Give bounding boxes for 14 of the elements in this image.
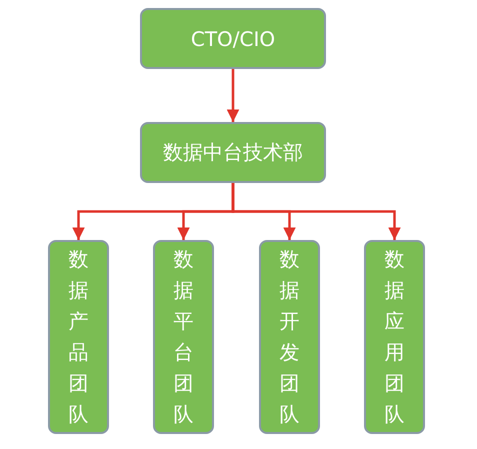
team-box [153,240,214,434]
team-box [140,122,326,183]
box-label: 数据应用团队 [384,246,404,428]
box-label: 数据开发团队 [280,246,300,428]
connector-arrow [232,183,401,240]
team-box [259,240,320,434]
team-box [140,8,326,69]
connector-arrow [226,69,240,122]
team-box [364,240,425,434]
box-label: 数据平台团队 [174,246,194,428]
box-label: 数据产品团队 [68,246,88,428]
team-box [48,240,109,434]
box-label: 数据中台技术部 [163,139,303,166]
box-label: CTO/CIO [190,26,276,50]
